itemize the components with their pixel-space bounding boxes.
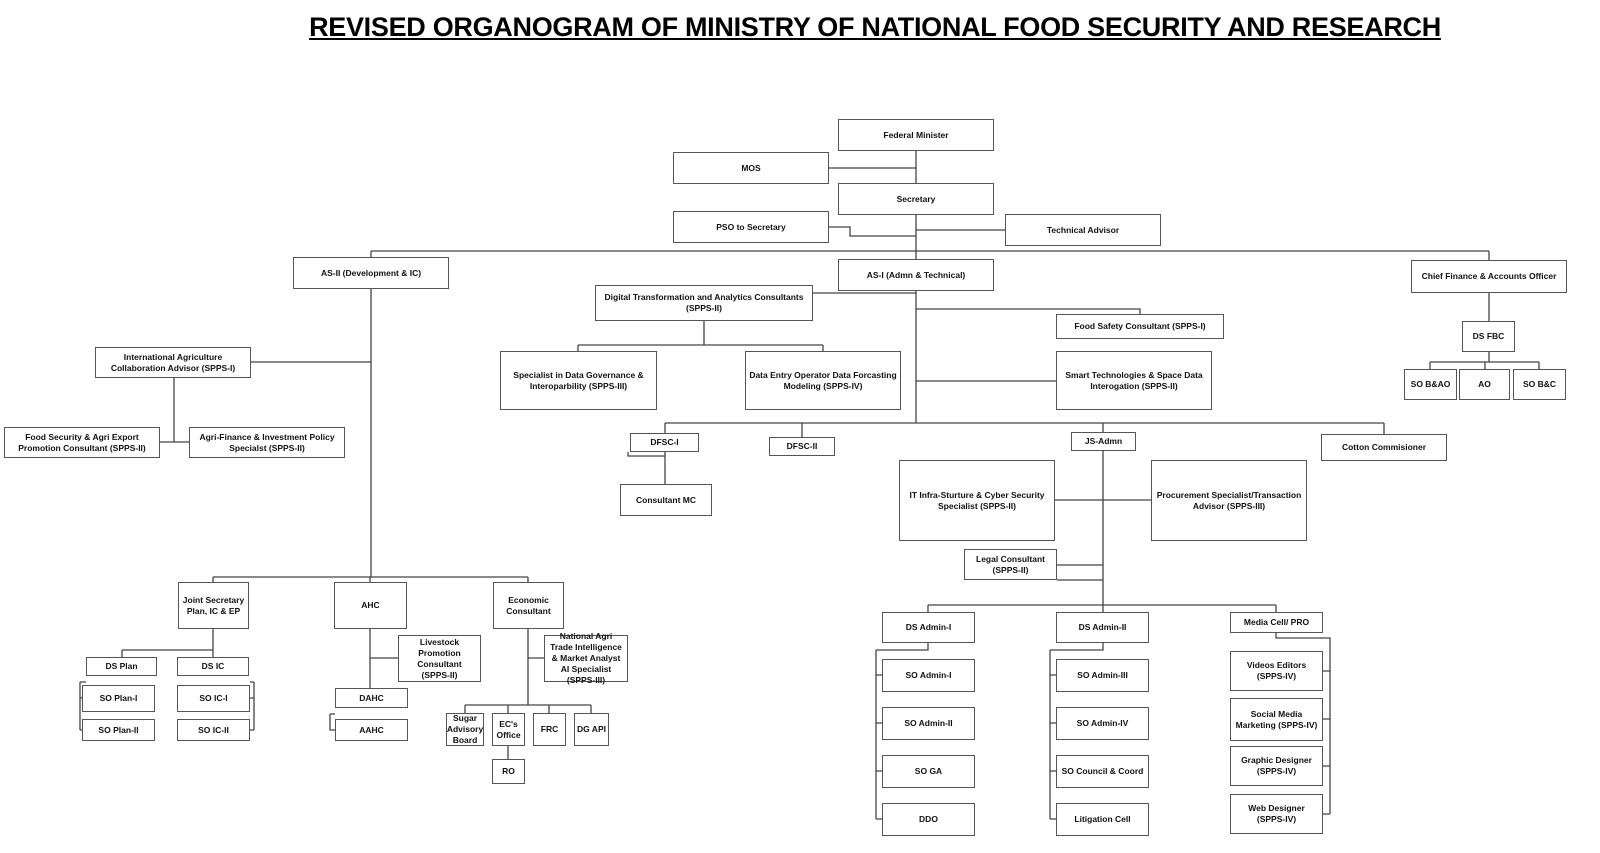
node-agri-finance: Agri-Finance & Investment Policy Special… <box>189 427 345 458</box>
node-smart-tech: Smart Technologies & Space Data Interoga… <box>1056 351 1212 410</box>
node-media-cell: Media Cell/ PRO <box>1230 612 1323 633</box>
node-dahc: DAHC <box>335 688 408 708</box>
node-cfao: Chief Finance & Accounts Officer <box>1411 260 1567 293</box>
node-as2: AS-II (Development & IC) <box>293 257 449 289</box>
node-intl-agri: International Agriculture Collaboration … <box>95 347 251 378</box>
node-it-infra: IT Infra-Sturture & Cyber Security Speci… <box>899 460 1055 541</box>
node-graphic-designer: Graphic Designer (SPPS-IV) <box>1230 746 1323 786</box>
node-ec-office: EC's Office <box>492 713 525 746</box>
node-technical-advisor: Technical Advisor <box>1005 214 1161 246</box>
node-so-admin2: SO Admin-II <box>882 707 975 740</box>
node-ds-admin1: DS Admin-I <box>882 612 975 643</box>
node-videos-editors: Videos Editors (SPPS-IV) <box>1230 651 1323 691</box>
node-litigation-cell: Litigation Cell <box>1056 803 1149 836</box>
node-food-safety: Food Safety Consultant (SPPS-I) <box>1056 314 1224 339</box>
node-aahc: AAHC <box>335 719 408 741</box>
node-data-entry: Data Entry Operator Data Forcasting Mode… <box>745 351 901 410</box>
node-dfsc1: DFSC-I <box>630 433 699 452</box>
node-sugar-board: Sugar Advisory Board <box>446 713 484 746</box>
node-natl-agri-trade: National Agri Trade Intelligence & Marke… <box>544 631 628 685</box>
node-frc: FRC <box>533 713 566 746</box>
node-procurement: Procurement Specialist/Transaction Advis… <box>1151 460 1307 541</box>
node-ddo: DDO <box>882 803 975 836</box>
node-ro: RO <box>492 759 525 784</box>
node-as1: AS-I (Admn & Technical) <box>838 259 994 291</box>
node-federal-minister: Federal Minister <box>838 119 994 151</box>
node-so-plan2: SO Plan-II <box>82 719 155 741</box>
node-ds-admin2: DS Admin-II <box>1056 612 1149 643</box>
node-livestock: Livestock Promotion Consultant (SPPS-II) <box>398 635 481 682</box>
node-so-admin1: SO Admin-I <box>882 659 975 692</box>
node-ahc: AHC <box>334 582 407 629</box>
node-dtac: Digital Transformation and Analytics Con… <box>595 285 813 321</box>
node-dfsc2: DFSC-II <box>769 437 835 456</box>
node-secretary: Secretary <box>838 183 994 215</box>
node-cotton: Cotton Commisioner <box>1321 434 1447 461</box>
node-social-media: Social Media Marketing (SPPS-IV) <box>1230 698 1323 741</box>
node-so-council: SO Council & Coord <box>1056 755 1149 788</box>
node-so-admin4: SO Admin-IV <box>1056 707 1149 740</box>
node-so-bc: SO B&C <box>1513 369 1566 400</box>
node-so-ic1: SO IC-I <box>177 685 250 712</box>
node-ds-plan: DS Plan <box>86 657 157 676</box>
page-title: REVISED ORGANOGRAM OF MINISTRY OF NATION… <box>309 12 1441 42</box>
node-js-plan: Joint Secretary Plan, IC & EP <box>178 582 249 629</box>
node-so-plan1: SO Plan-I <box>82 685 155 712</box>
node-data-governance: Specialist in Data Governance & Interopa… <box>500 351 657 410</box>
node-so-ic2: SO IC-II <box>177 719 250 741</box>
node-consultant-mc: Consultant MC <box>620 484 712 516</box>
node-ds-fbc: DS FBC <box>1462 321 1515 352</box>
node-ao: AO <box>1459 369 1510 400</box>
node-web-designer: Web Designer (SPPS-IV) <box>1230 794 1323 834</box>
node-pso: PSO to Secretary <box>673 211 829 243</box>
node-so-admin3: SO Admin-III <box>1056 659 1149 692</box>
node-ds-ic: DS IC <box>177 657 249 676</box>
node-mos: MOS <box>673 152 829 184</box>
node-legal: Legal Consultant (SPPS-II) <box>964 549 1057 580</box>
node-so-bao: SO B&AO <box>1404 369 1457 400</box>
node-economic-consultant: Economic Consultant <box>493 582 564 629</box>
node-dg-api: DG API <box>574 713 609 746</box>
node-js-admn: JS-Admn <box>1071 432 1136 451</box>
node-food-security-agri: Food Security & Agri Export Promotion Co… <box>4 427 160 458</box>
node-so-ga: SO GA <box>882 755 975 788</box>
